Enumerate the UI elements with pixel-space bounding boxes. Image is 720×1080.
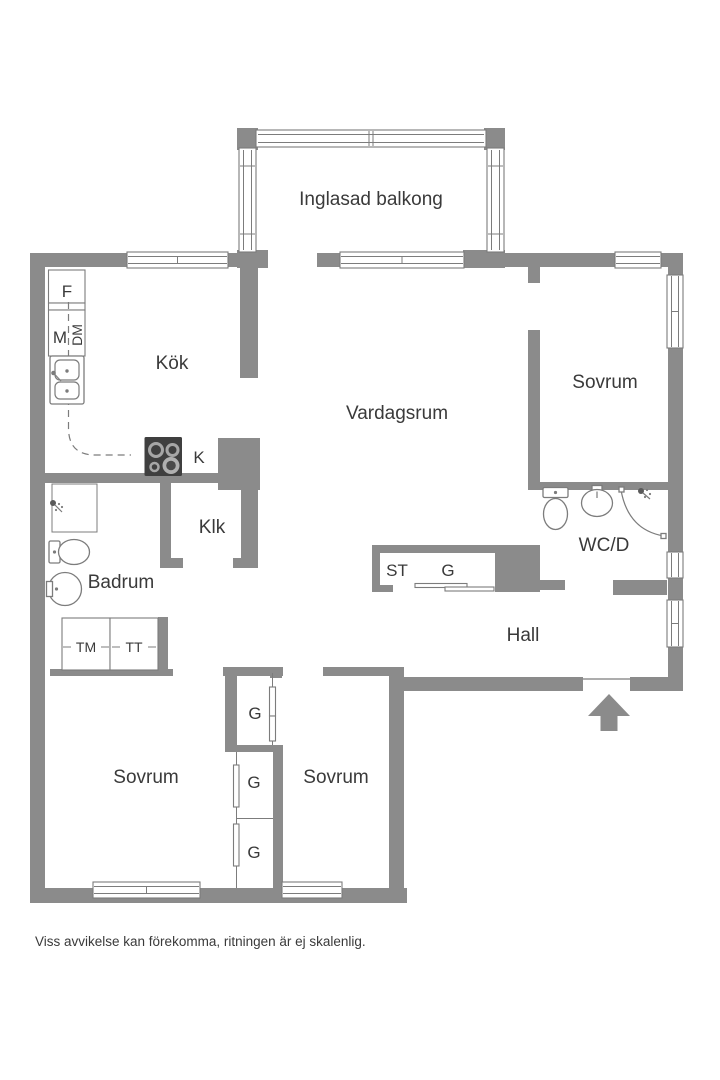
stove-icon — [144, 437, 182, 476]
g-closet-sliding-door — [444, 586, 495, 592]
wardrobe-top-label: G — [248, 704, 261, 723]
balcony-glazing-left-window — [238, 147, 257, 253]
bedroom-bottom-left-window — [92, 881, 201, 899]
wardrobe-top-door — [268, 715, 277, 742]
tumble-dryer-label: TT — [125, 639, 143, 655]
living-room-balcony-window — [339, 251, 465, 269]
stove-label: K — [193, 448, 205, 467]
disclaimer-text: Viss avvikelse kan förekomma, ritningen … — [35, 934, 366, 949]
room-label-bedroom-bottom-left: Sovrum — [113, 767, 178, 788]
fridge-label: F — [62, 282, 72, 301]
wardrobe-top-door — [268, 686, 277, 717]
balcony-glazing-right-window — [486, 147, 505, 253]
micro-dishwasher-box — [47, 309, 86, 357]
wc-sink-icon — [580, 484, 614, 518]
st-closet-sliding-door — [414, 582, 468, 589]
kitchen-sink-icon — [49, 355, 85, 405]
wc-toilet-icon — [542, 486, 569, 531]
walls — [30, 128, 683, 903]
room-label-bathroom: Badrum — [88, 572, 155, 593]
room-label-bedroom-bottom-middle: Sovrum — [303, 767, 368, 788]
windows — [92, 129, 684, 899]
room-label-wc: WC/D — [579, 535, 630, 556]
wardrobe-bottom-label: G — [247, 843, 260, 862]
bathroom-sink-icon — [45, 571, 83, 607]
wc-window — [666, 551, 684, 579]
room-label-kitchen: Kök — [156, 353, 189, 374]
bathroom-fixtures — [45, 483, 159, 671]
appliance-labels: F M DM K TM TT ST G G G G — [53, 282, 455, 862]
room-label-hall: Hall — [507, 625, 540, 646]
microwave-label: M — [53, 328, 67, 347]
washer-dryer-boxes — [61, 617, 159, 671]
room-labels: Inglasad balkong Kök Vardagsrum Sovrum W… — [88, 189, 638, 788]
counter-dashed-line — [67, 302, 131, 456]
fridge-box — [47, 269, 86, 304]
room-label-living-room: Vardagsrum — [346, 403, 448, 424]
wardrobe-middle-label: G — [247, 773, 260, 792]
cleaning-closet-label: ST — [386, 561, 408, 580]
shower-head-icon — [50, 500, 64, 513]
counter-strip — [47, 302, 86, 311]
room-label-walk-in-closet: Klk — [199, 517, 226, 538]
wc-fixtures — [542, 484, 667, 540]
room-label-bedroom-top-right: Sovrum — [572, 372, 637, 393]
bedroom-east-window — [666, 274, 684, 349]
room-label-balcony: Inglasad balkong — [299, 189, 443, 210]
entry-arrow-icon — [588, 694, 630, 731]
washing-machine-label: TM — [76, 639, 96, 655]
kitchen-fixtures — [47, 269, 182, 476]
wc-shower-icon — [618, 486, 667, 540]
kitchen-window — [126, 251, 229, 269]
hall-window — [666, 599, 684, 648]
bedroom-bottom-middle-window — [281, 881, 343, 899]
shower-area — [51, 483, 98, 533]
hall-wardrobe-label: G — [441, 561, 454, 580]
wardrobe-bottom-door — [232, 823, 240, 867]
wardrobe-middle-door — [232, 764, 240, 808]
toilet-icon — [48, 538, 91, 566]
bedroom-top-window — [614, 251, 662, 269]
closet-doors — [232, 582, 630, 888]
balcony-glazing-top-window — [255, 129, 487, 148]
dishwasher-label: DM — [69, 324, 85, 346]
